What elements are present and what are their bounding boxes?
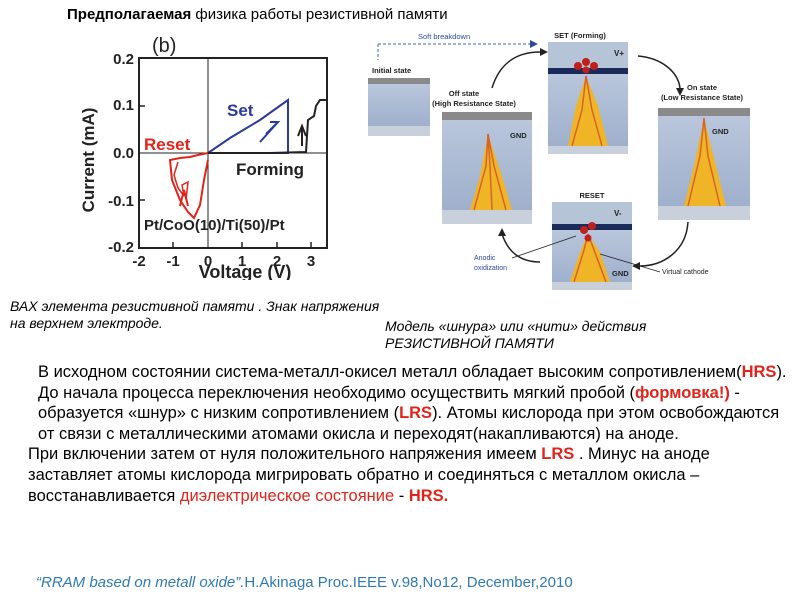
forming-label: Forming — [236, 160, 304, 179]
reset-cell — [552, 202, 632, 290]
x-tick: 3 — [307, 253, 315, 270]
tick-marks — [139, 105, 312, 248]
title-bold: Предполагаемая — [67, 6, 192, 23]
iv-caption: ВАХ элемента резистивной памяти . Знак н… — [10, 298, 380, 331]
off-state-sub: (High Resistance State) — [432, 99, 516, 108]
hrs-highlight: HRS — [741, 363, 777, 381]
anodic-pointer — [511, 235, 577, 259]
off-state-label: Off state — [449, 89, 479, 98]
text-run: ). Атомы кислорода при этом освобождаютс… — [38, 404, 780, 443]
cycle-arrow-top-right — [637, 55, 681, 89]
lrs-highlight-2: LRS — [541, 445, 575, 464]
panel-label: (b) — [152, 35, 176, 57]
on-state-label: On state — [687, 83, 717, 92]
gnd-label-reset: GND — [612, 269, 629, 278]
virtual-cathode-pointer — [599, 253, 661, 273]
v-plus-label: V+ — [614, 49, 624, 58]
x-axis-label: Voltage (V) — [199, 262, 292, 280]
reset-curve-2 — [173, 161, 189, 201]
text-run: При включении затем от нуля положительно… — [28, 445, 542, 464]
cycle-arrowhead-4 — [498, 228, 506, 236]
y-tick: -0.1 — [108, 193, 134, 210]
model-caption: Модель «шнура» или «нити» действия РЕЗИС… — [385, 318, 647, 351]
cycle-arrow-bottom-right — [639, 221, 689, 267]
reset-arrow — [179, 189, 189, 207]
set-cell — [548, 42, 628, 154]
y-tick: 0.1 — [113, 97, 134, 114]
reset-label-schem: RESET — [579, 191, 604, 200]
iv-chart: (b) Current (mA) Voltage (V) 0.2 0.1 0.0… — [79, 35, 328, 280]
paragraph-2: При включении затем от нуля положительно… — [28, 444, 788, 506]
text-run: В исходном состоянии система-металл-окис… — [38, 363, 742, 381]
set-label: Set — [227, 101, 254, 120]
reference-source: H.Akinaga Proc.IEEE v.98,No12, December,… — [244, 574, 573, 591]
explanation-text: В исходном состоянии система-металл-окис… — [28, 362, 788, 506]
cycle-arrow-top-left — [491, 51, 541, 89]
virtual-cathode-label: Virtual cathode — [662, 269, 709, 276]
reset-curve — [168, 152, 209, 220]
v-minus-label: V- — [614, 209, 622, 218]
initial-state-cell — [368, 78, 430, 136]
forming-highlight: формовка!) — [635, 383, 730, 402]
set-arrow-shaft — [259, 121, 279, 143]
anodic-label: Anodic — [474, 255, 496, 262]
text-run: - — [394, 486, 409, 505]
filament-model-schematic: Soft breakdown Initial state Off state (… — [368, 31, 750, 290]
gnd-label-off: GND — [510, 131, 527, 140]
y-tick: 0.2 — [113, 51, 134, 68]
x-tick: -1 — [166, 253, 179, 270]
hrs-highlight-2: HRS. — [408, 486, 449, 505]
text-run: - образуется «шнур» с низким сопротивлен… — [38, 383, 740, 423]
off-state-cell — [442, 112, 532, 224]
x-tick: 2 — [273, 253, 281, 270]
y-axis-label: Current (mA) — [79, 108, 98, 213]
forming-curve — [208, 99, 327, 154]
text-run: ). До начала процесса переключения необх… — [38, 363, 787, 402]
reference-title: “RRAM based on metall oxide”. — [36, 574, 245, 591]
gnd-label-on: GND — [712, 127, 729, 136]
cycle-arrowhead-2 — [676, 88, 684, 96]
cycle-arrow-bottom-left — [501, 233, 541, 263]
dielectric-highlight: диэлектрическое состояние — [179, 486, 395, 505]
x-tick: -2 — [132, 253, 145, 270]
reset-label: Reset — [144, 135, 191, 154]
text-run: . Минус на аноде заставляет атомы кислор… — [28, 445, 710, 505]
soft-breakdown-label: Soft breakdown — [418, 32, 470, 41]
cycle-arrowhead-3 — [632, 262, 640, 270]
reference: “RRAM based on metall oxide”.H.Akinaga P… — [36, 574, 573, 591]
soft-breakdown-arrowhead — [530, 40, 538, 48]
y-tick-labels: 0.2 0.1 0.0 -0.1 -0.2 — [108, 51, 134, 256]
anodic-label-2: oxidization — [474, 265, 507, 272]
on-state-sub: (Low Resistance State) — [661, 93, 744, 102]
title-rest: физика работы резистивной памяти — [191, 6, 448, 23]
sample-label: Pt/CoO(10)/Ti(50)/Pt — [144, 217, 285, 234]
paragraph-1: В исходном состоянии система-металл-окис… — [28, 362, 788, 444]
set-forming-label: SET (Forming) — [554, 31, 606, 40]
cycle-arrowhead-1 — [540, 48, 548, 56]
x-tick: 1 — [238, 253, 246, 270]
lrs-highlight: LRS — [399, 404, 433, 423]
x-tick-labels: -2 -1 0 1 2 3 — [132, 253, 315, 270]
initial-state-label: Initial state — [372, 66, 411, 75]
y-tick: -0.2 — [108, 239, 134, 256]
on-state-cell — [658, 108, 750, 220]
slide-title: Предполагаемая физика работы резистивной… — [67, 6, 448, 23]
y-tick: 0.0 — [113, 145, 134, 162]
x-tick: 0 — [204, 253, 212, 270]
